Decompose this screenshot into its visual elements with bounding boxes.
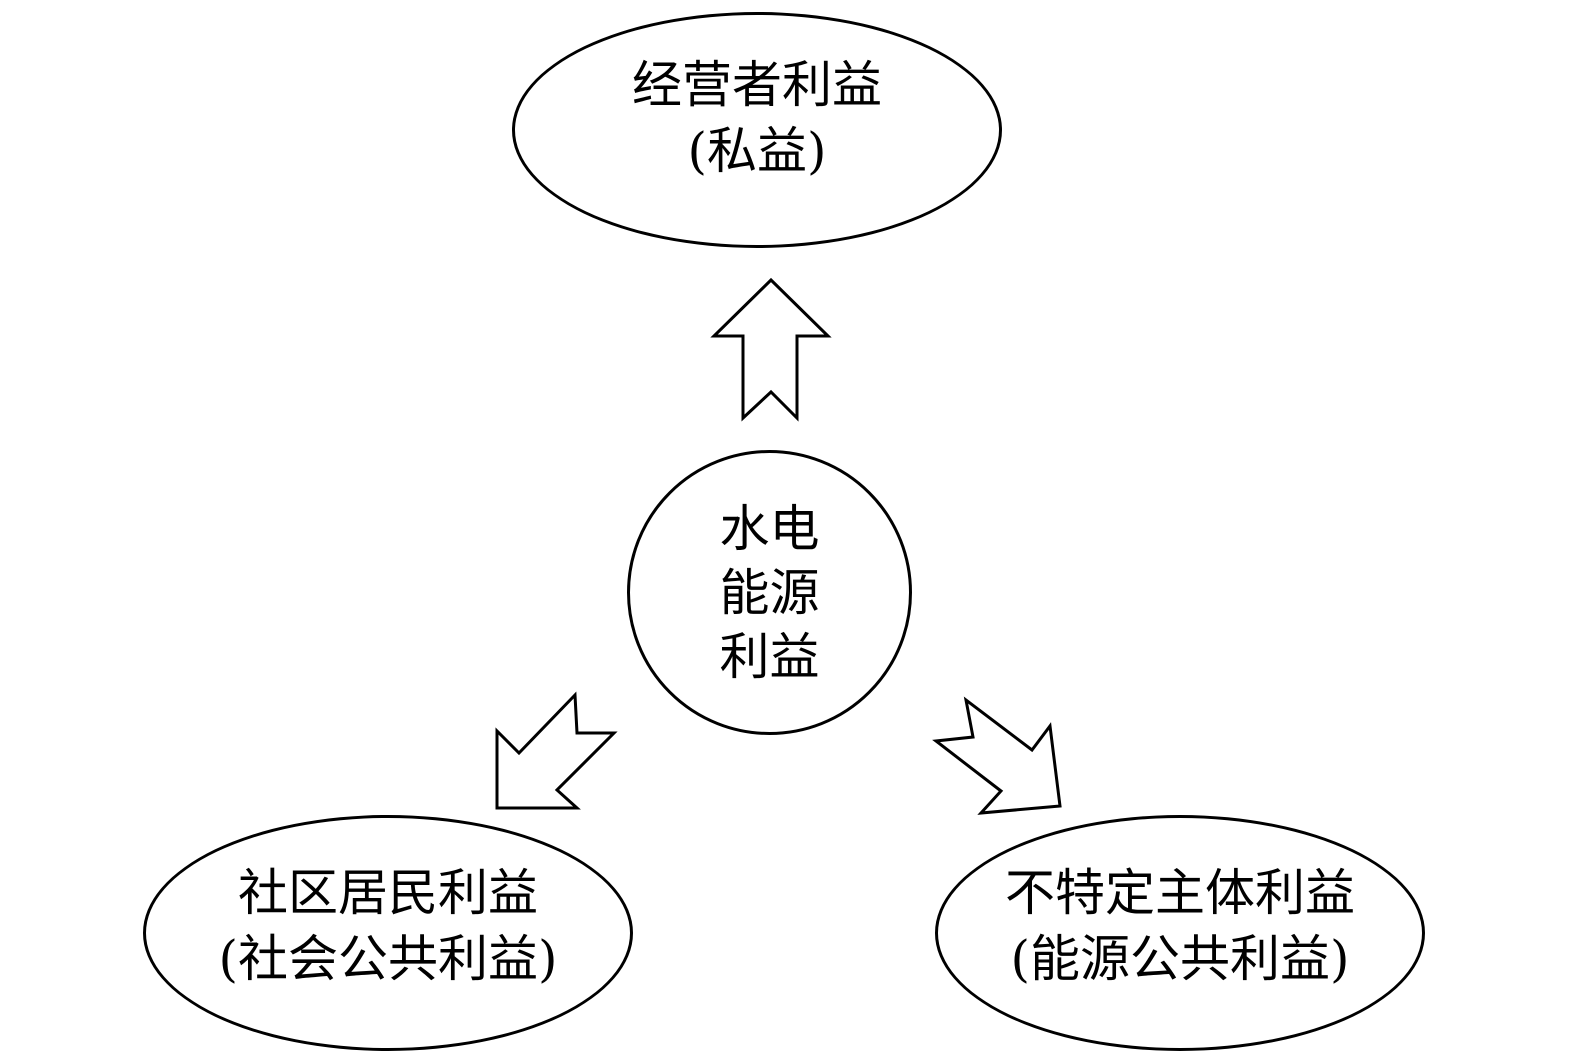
unspecified-subjects-interest-node: 不特定主体利益 (能源公共利益) <box>935 815 1425 1051</box>
hollow-arrow-down-left-icon <box>495 691 618 810</box>
operator-interest-sublabel: (私益) <box>687 122 827 180</box>
community-residents-interest-node: 社区居民利益 (社会公共利益) <box>143 815 633 1051</box>
center-label-line-1: 水电 <box>719 499 820 558</box>
community-interest-sublabel: (社会公共利益) <box>218 930 558 988</box>
unspecified-interest-label: 不特定主体利益 <box>1005 864 1355 922</box>
hydropower-energy-interest-node: 水电 能源 利益 <box>627 450 912 735</box>
operator-interest-label: 经营者利益 <box>632 56 882 114</box>
hollow-arrow-up-icon <box>710 277 832 422</box>
hollow-arrow-down-right-icon <box>932 696 1062 815</box>
center-label-line-2: 能源 <box>719 563 820 622</box>
unspecified-interest-sublabel: (能源公共利益) <box>1010 930 1350 988</box>
community-interest-label: 社区居民利益 <box>238 864 538 922</box>
operator-interest-node: 经营者利益 (私益) <box>512 12 1002 248</box>
center-label-line-3: 利益 <box>719 627 820 686</box>
